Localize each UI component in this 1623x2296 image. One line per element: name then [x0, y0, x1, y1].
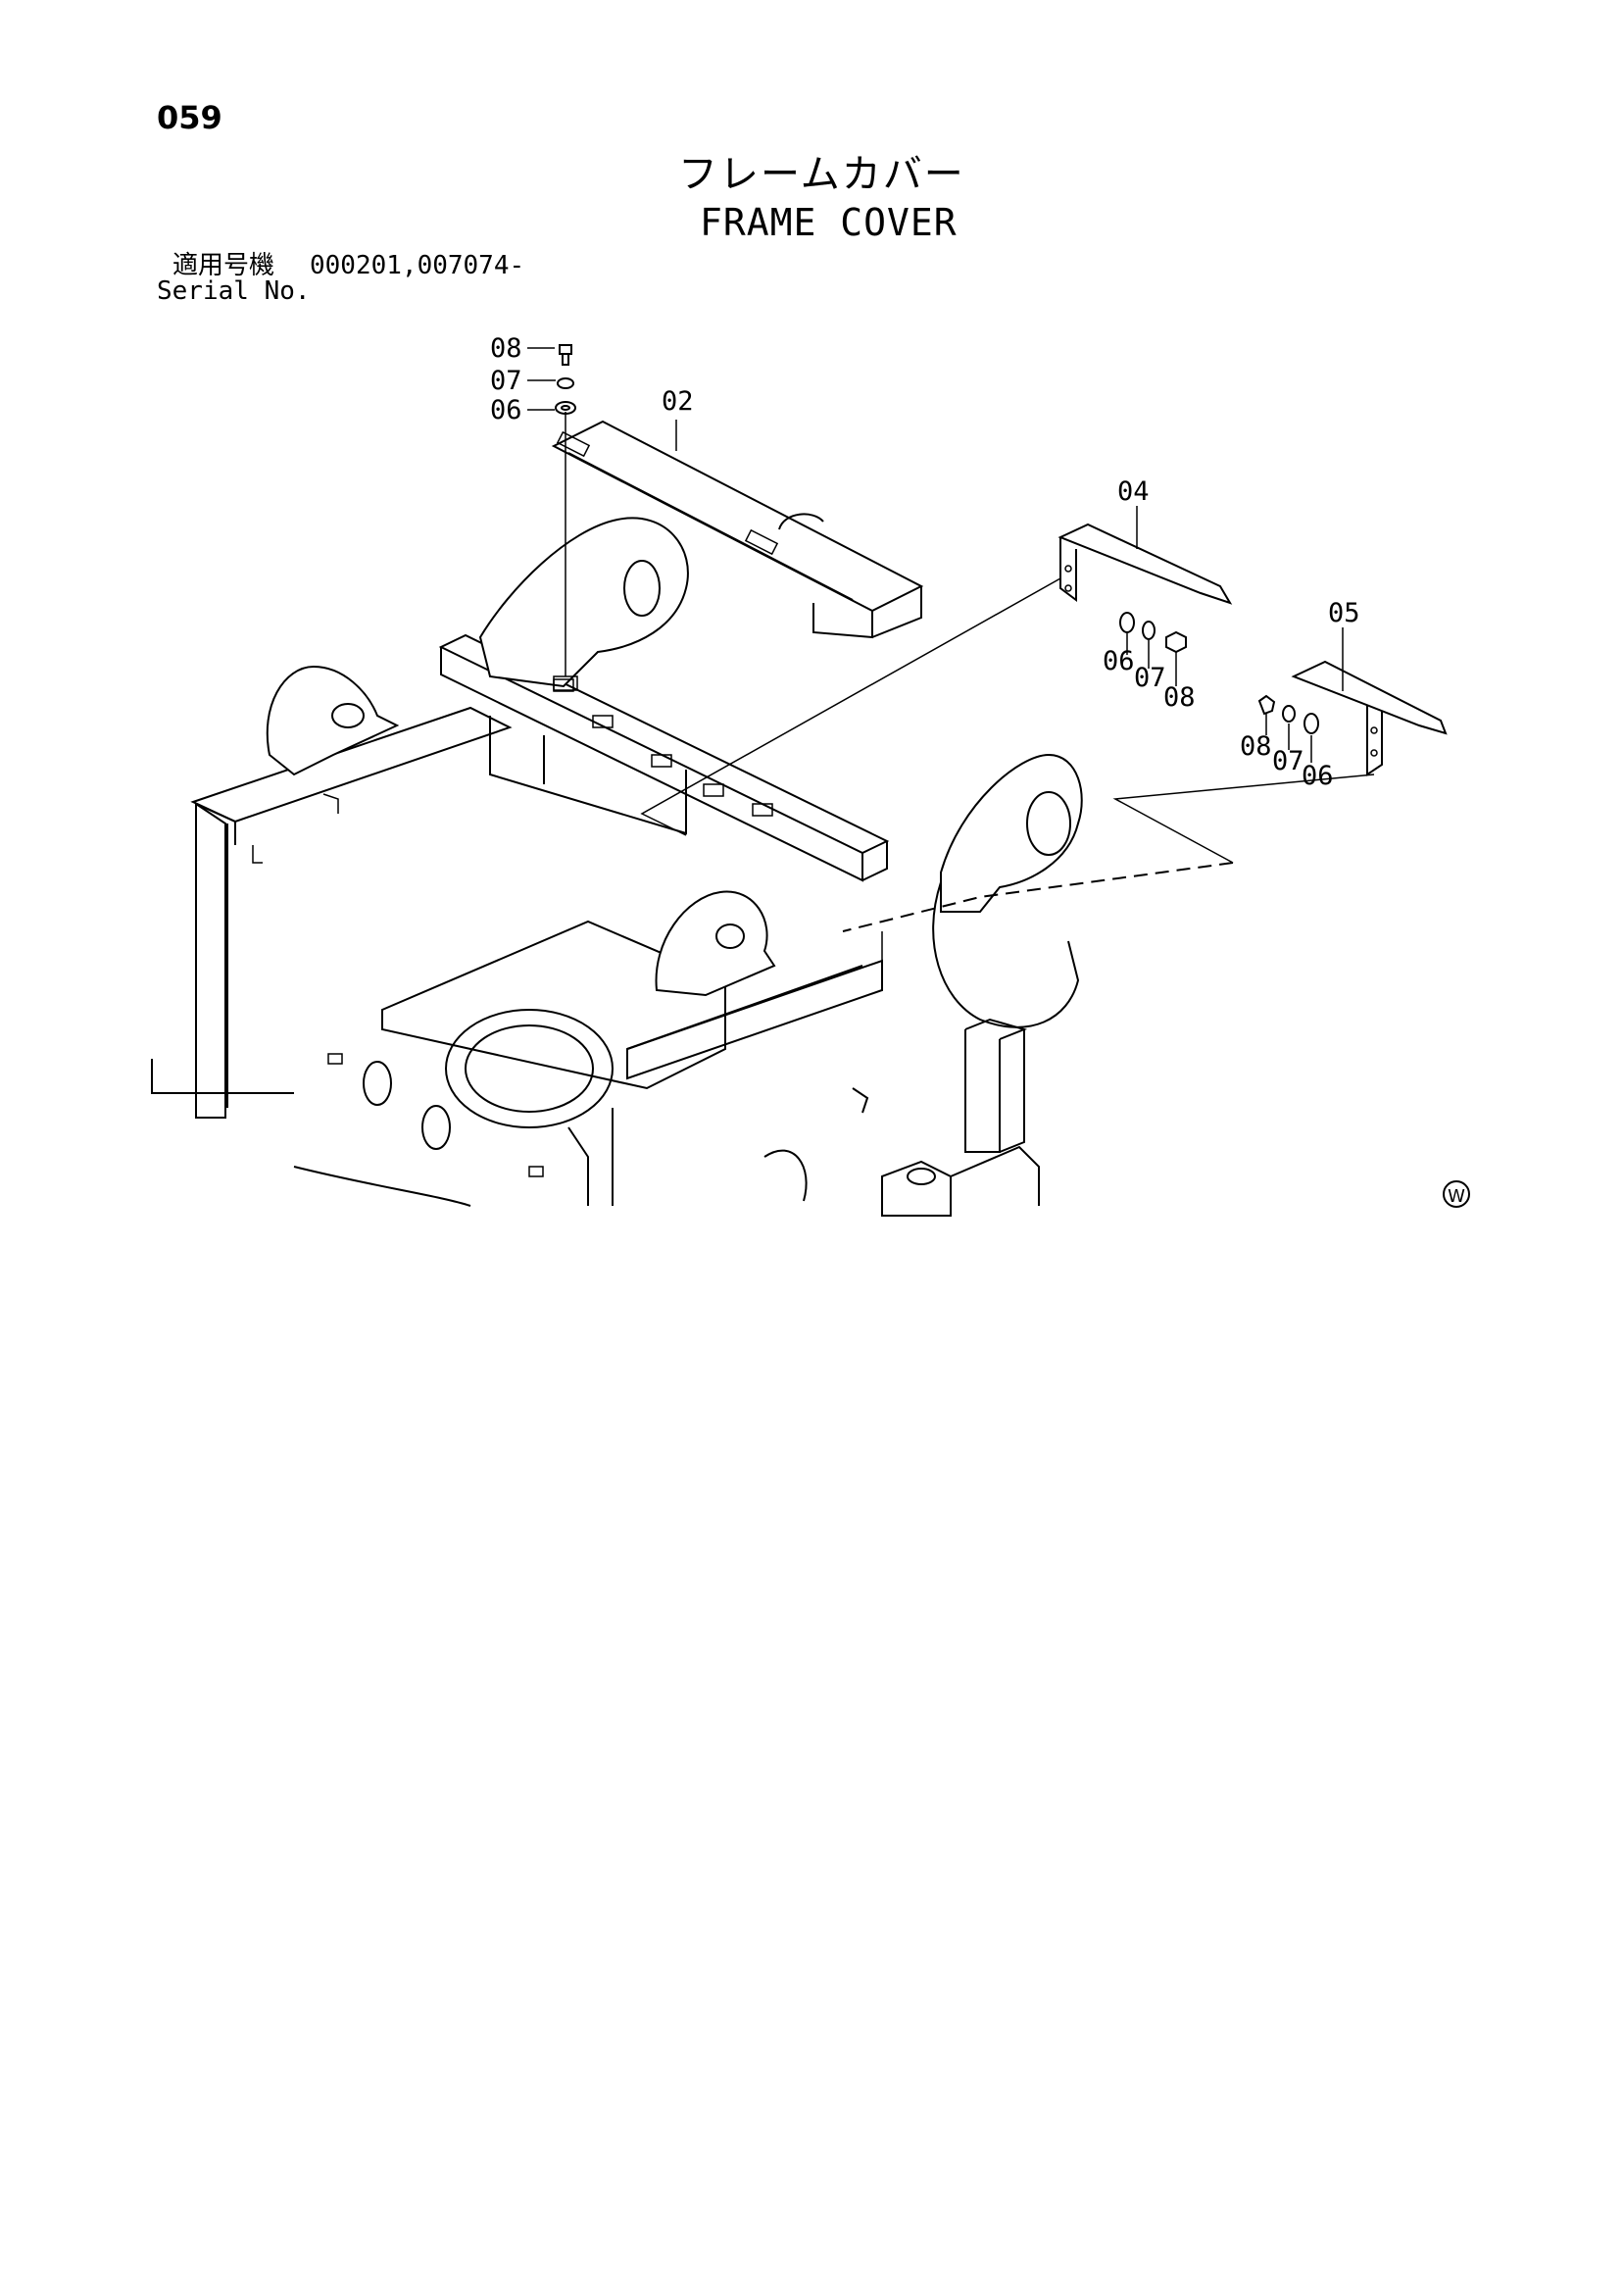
frame-cover-05: [1291, 660, 1448, 776]
serial-label-english: Serial No.: [157, 276, 311, 306]
title-english: FRAME COVER: [700, 201, 958, 244]
mid-hardware: [1119, 612, 1187, 654]
callout-labels: 08 07 06 02 04 05 06 07 08 08 07 06: [490, 333, 1360, 791]
callout-top-lock-washer: 07: [490, 366, 522, 396]
callout-mid-bolt: 08: [1163, 682, 1196, 713]
callout-cover-04: 04: [1117, 476, 1150, 507]
top-hardware-stack: [553, 344, 578, 691]
callout-right-washer: 06: [1302, 761, 1334, 791]
callout-right-lock-washer: 07: [1272, 746, 1304, 776]
callout-mid-washer: 06: [1103, 646, 1135, 676]
watermark-letter: W: [1448, 1186, 1465, 1207]
serial-label-japanese: 適用号機: [172, 251, 275, 280]
watermark-circle-w: W: [1443, 1180, 1470, 1208]
frame-cover-04: [1057, 523, 1233, 605]
callout-cover-05: 05: [1328, 598, 1360, 628]
callout-right-bolt: 08: [1240, 731, 1272, 762]
right-hardware: [1257, 694, 1319, 734]
leader-lines: [527, 347, 1375, 975]
callout-top-bolt: 08: [490, 333, 522, 364]
callout-mid-lock-washer: 07: [1134, 663, 1166, 693]
main-frame-drawing: [151, 517, 1083, 1217]
title-japanese: フレームカバー: [678, 152, 965, 197]
serial-values: 000201,007074-: [310, 251, 525, 280]
page-number: 059: [157, 99, 222, 136]
callout-top-washer: 06: [490, 395, 522, 425]
callout-cover-02: 02: [662, 386, 694, 417]
frame-cover-02: [551, 420, 924, 639]
